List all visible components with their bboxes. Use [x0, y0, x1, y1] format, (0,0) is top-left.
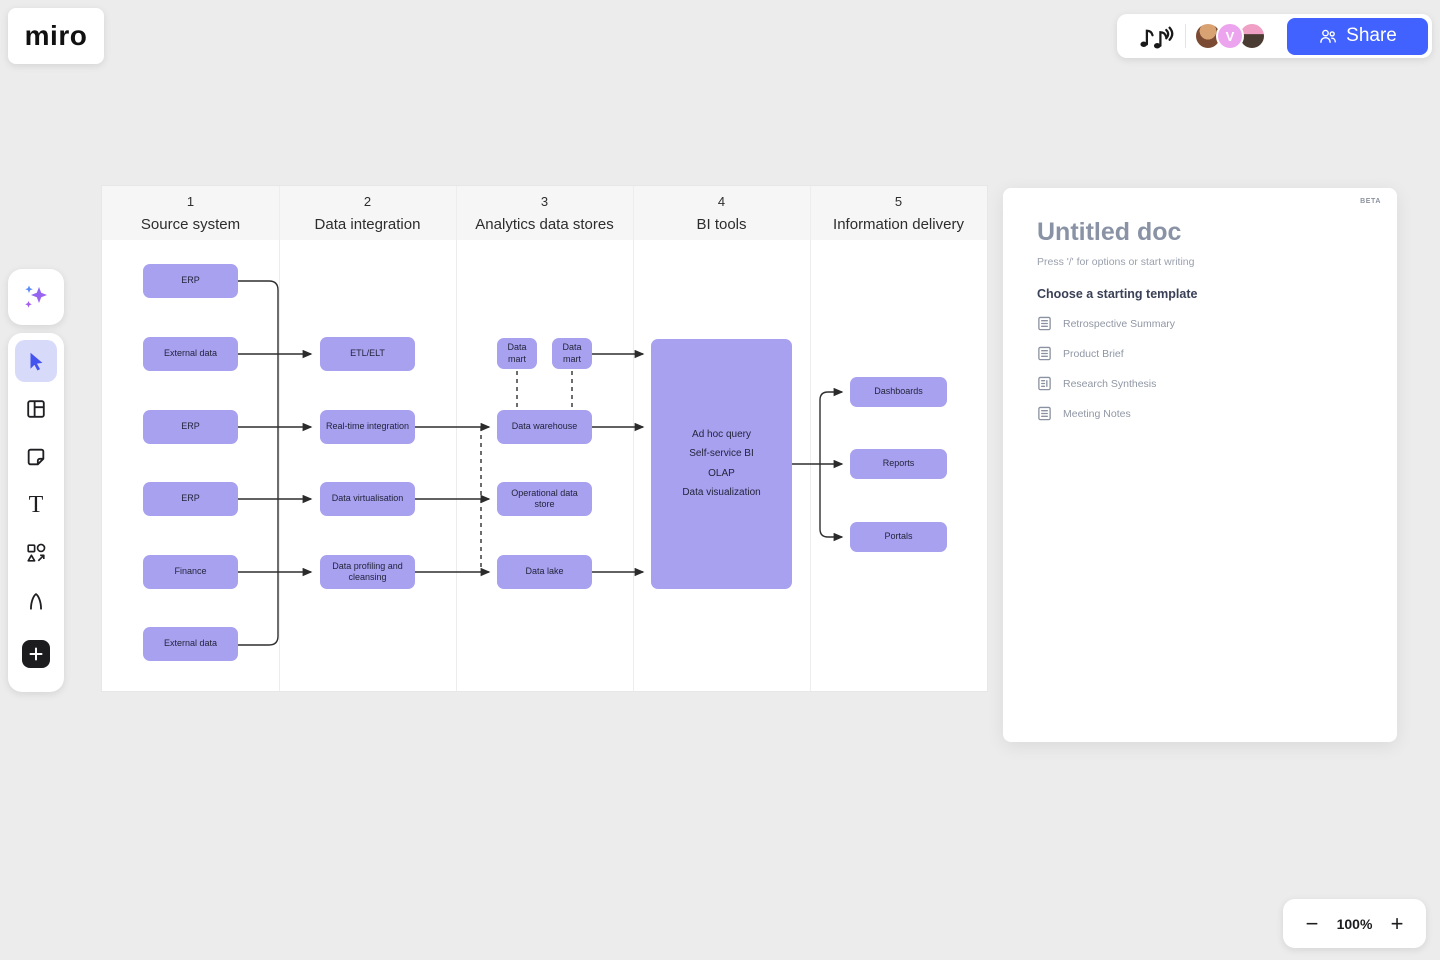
connector-lines [238, 280, 844, 646]
node-portals[interactable]: Portals [850, 522, 947, 552]
node-data-mart-1[interactable]: Data mart [497, 338, 537, 369]
template-label: Meeting Notes [1063, 407, 1131, 420]
column-header-5[interactable]: 5 Information delivery [810, 186, 987, 240]
template-label: Research Synthesis [1063, 377, 1157, 390]
column-label: Information delivery [833, 215, 964, 233]
node-data-mart-2[interactable]: Data mart [552, 338, 592, 369]
column-header-2[interactable]: 2 Data integration [279, 186, 456, 240]
collaborator-avatars: V [1194, 22, 1266, 50]
pen-tool[interactable] [15, 580, 57, 622]
column-divider [456, 186, 457, 691]
node-source-erp-2[interactable]: ERP [143, 410, 238, 444]
bi-tools-line: Ad hoc query [692, 428, 751, 440]
add-tool-button[interactable] [22, 640, 50, 668]
column-divider [279, 186, 280, 691]
template-retrospective-summary[interactable]: Retrospective Summary [1037, 316, 1367, 331]
avatar-user-2[interactable]: V [1216, 22, 1244, 50]
node-source-erp-1[interactable]: ERP [143, 264, 238, 298]
zoom-level[interactable]: 100% [1336, 915, 1373, 932]
text-icon: T [28, 491, 44, 518]
node-data-lake[interactable]: Data lake [497, 555, 592, 589]
beta-badge: BETA [1360, 198, 1381, 205]
node-data-warehouse[interactable]: Data warehouse [497, 410, 592, 444]
column-label: Analytics data stores [475, 215, 614, 233]
sticky-note-icon [27, 448, 45, 466]
doc-icon [1038, 346, 1051, 361]
node-bi-tools[interactable]: Ad hoc query Self-service BI OLAP Data v… [651, 339, 792, 589]
plus-icon [29, 647, 43, 661]
frame-layout-icon [27, 400, 45, 418]
select-tool[interactable] [15, 340, 57, 382]
templates-heading: Choose a starting template [1037, 287, 1198, 301]
column-divider [810, 186, 811, 691]
column-number: 1 [186, 193, 195, 209]
column-number: 4 [717, 193, 726, 209]
reactions-button[interactable] [1129, 18, 1181, 54]
ai-assist-button[interactable] [8, 269, 64, 325]
template-meeting-notes[interactable]: Meeting Notes [1037, 406, 1367, 421]
zoom-out-button[interactable]: − [1299, 911, 1325, 937]
node-operational-data-store[interactable]: Operational data store [497, 482, 592, 516]
collaboration-toolbar: V Share [1117, 14, 1432, 58]
node-source-external-data-1[interactable]: External data [143, 337, 238, 371]
frame-header: 1 Source system 2 Data integration 3 Ana… [102, 186, 987, 240]
column-number: 3 [540, 193, 549, 209]
template-research-synthesis[interactable]: Research Synthesis [1037, 376, 1367, 391]
board-frame[interactable]: 1 Source system 2 Data integration 3 Ana… [102, 186, 987, 691]
column-divider [633, 186, 634, 691]
pen-arc-icon [30, 593, 42, 610]
sparkles-icon [25, 285, 47, 308]
column-header-3[interactable]: 3 Analytics data stores [456, 186, 633, 240]
node-source-finance[interactable]: Finance [143, 555, 238, 589]
shapes-tool[interactable] [15, 532, 57, 574]
sticky-note-tool[interactable] [15, 436, 57, 478]
column-header-4[interactable]: 4 BI tools [633, 186, 810, 240]
creation-toolbar: T [8, 333, 64, 692]
node-etl-elt[interactable]: ETL/ELT [320, 337, 415, 371]
node-data-profiling-cleansing[interactable]: Data profiling and cleansing [320, 555, 415, 589]
doc-icon [1038, 406, 1051, 421]
template-product-brief[interactable]: Product Brief [1037, 346, 1367, 361]
doc-title-field[interactable]: Untitled doc [1037, 218, 1182, 246]
column-header-1[interactable]: 1 Source system [102, 186, 279, 240]
node-real-time-integration[interactable]: Real-time integration [320, 410, 415, 444]
doc-editor-hint: Press '/' for options or start writing [1037, 256, 1195, 268]
toolbar-divider [1185, 24, 1186, 48]
bi-tools-line: Self-service BI [689, 448, 754, 459]
doc-panel[interactable]: BETA Untitled doc Press '/' for options … [1003, 188, 1397, 742]
node-dashboards[interactable]: Dashboards [850, 377, 947, 407]
node-data-virtualisation[interactable]: Data virtualisation [320, 482, 415, 516]
template-label: Product Brief [1063, 347, 1124, 360]
node-source-external-data-2[interactable]: External data [143, 627, 238, 661]
templates-tool[interactable] [15, 388, 57, 430]
column-number: 5 [894, 193, 903, 209]
cursor-icon [30, 352, 43, 371]
miro-logo[interactable]: miro [8, 8, 104, 64]
music-notes-icon [1140, 26, 1174, 49]
people-icon [1320, 29, 1337, 43]
column-label: BI tools [696, 215, 747, 233]
doc-icon [1038, 376, 1051, 391]
zoom-in-button[interactable]: + [1384, 911, 1410, 937]
shapes-icon [27, 543, 46, 562]
bi-tools-line: Data visualization [682, 487, 761, 498]
avatar-initial: V [1225, 28, 1235, 44]
text-tool[interactable]: T [15, 484, 57, 526]
doc-icon [1038, 316, 1051, 331]
miro-logo-text: miro [24, 20, 88, 51]
node-source-erp-3[interactable]: ERP [143, 482, 238, 516]
column-number: 2 [363, 193, 372, 209]
share-label: Share [1346, 25, 1397, 46]
column-label: Data integration [314, 215, 421, 233]
zoom-controls: − 100% + [1283, 899, 1426, 948]
bi-tools-line: OLAP [708, 467, 735, 479]
node-reports[interactable]: Reports [850, 449, 947, 479]
column-label: Source system [140, 215, 241, 233]
template-label: Retrospective Summary [1063, 317, 1176, 330]
share-button[interactable]: Share [1287, 17, 1428, 55]
